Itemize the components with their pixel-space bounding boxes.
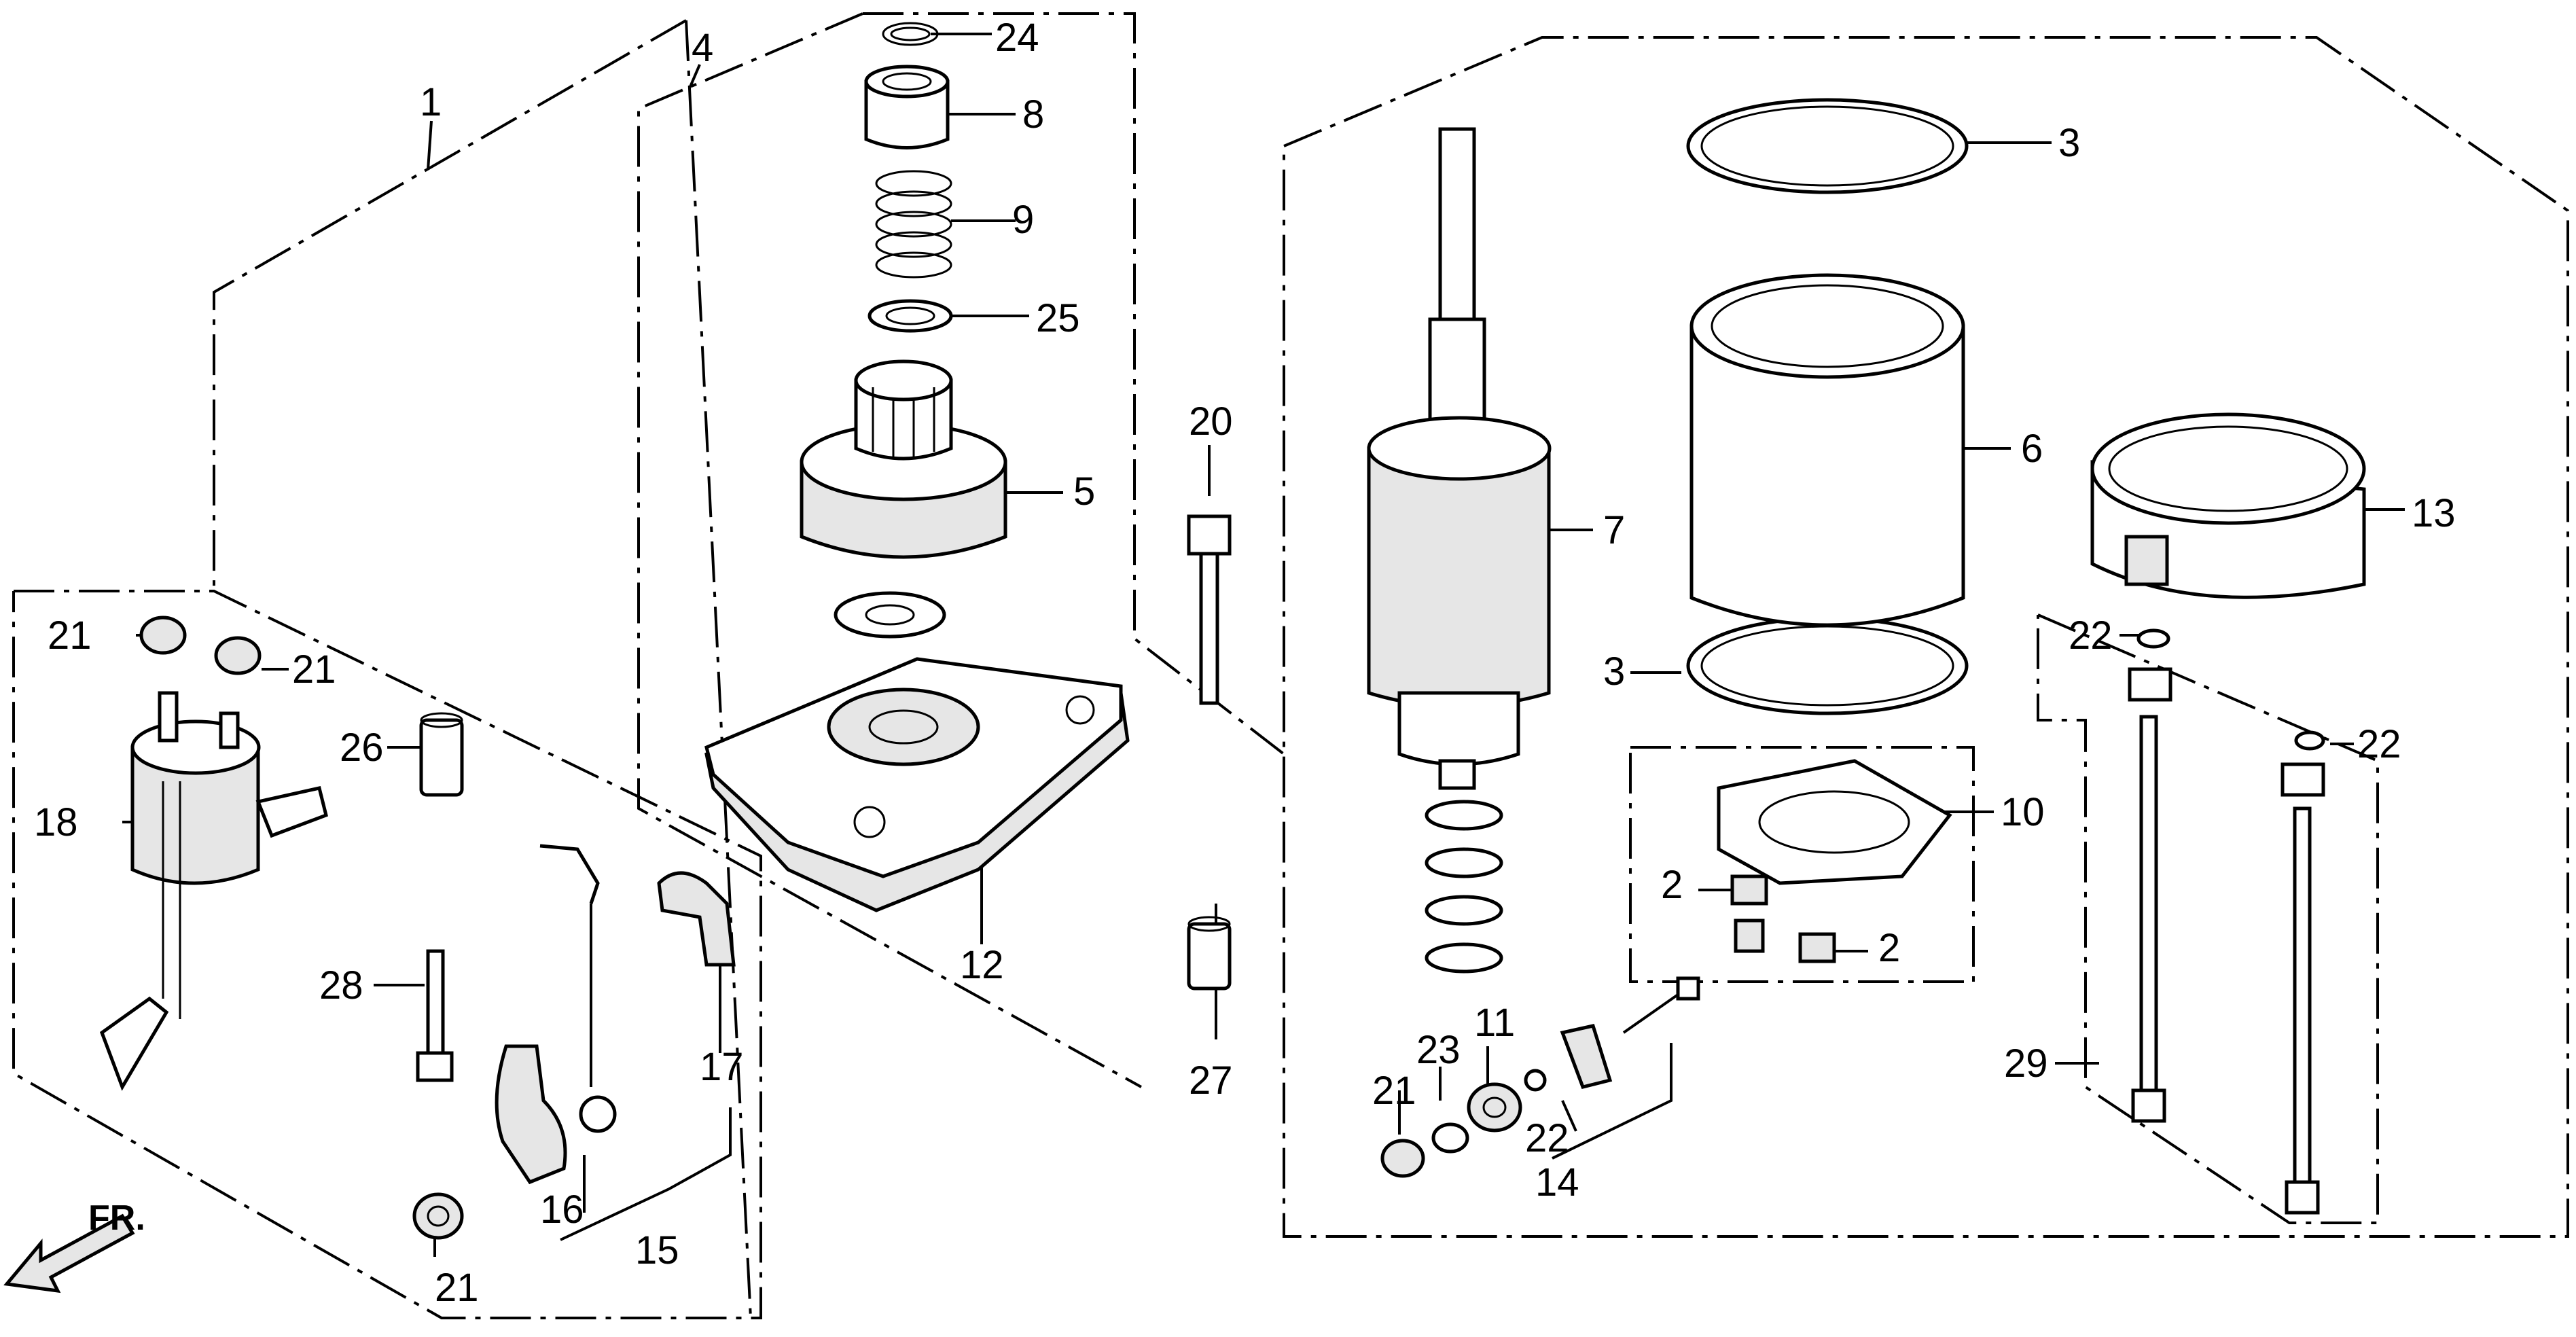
group-boundaries [12, 12, 2569, 1319]
callout-21: 21 [435, 1266, 479, 1310]
boot-17-part [657, 871, 736, 967]
long-bolts-part [2128, 628, 2325, 1215]
yoke-part [1689, 273, 1965, 627]
callout-1: 1 [420, 80, 442, 124]
callout-13: 13 [2412, 491, 2456, 535]
callout-22: 22 [2357, 722, 2401, 766]
spring-part [875, 170, 952, 279]
callout-17: 17 [700, 1045, 744, 1089]
callouts: 1 2 2 3 3 4 5 6 7 8 9 10 11 12 13 14 15 … [34, 16, 2456, 1310]
terminal-bolt-part [1622, 976, 1700, 1034]
callout-26: 26 [340, 726, 384, 770]
callout-6: 6 [2021, 427, 2043, 471]
front-bracket-part [704, 657, 1130, 912]
front-direction-arrow: FR. [3, 1198, 145, 1294]
callout-25: 25 [1036, 296, 1080, 340]
collar-26-part [419, 712, 464, 797]
drive-washer-part [834, 591, 946, 639]
callout-20: 20 [1189, 399, 1233, 444]
callout-21: 21 [292, 647, 336, 692]
callout-21: 21 [48, 613, 92, 658]
callout-7: 7 [1603, 508, 1625, 552]
callout-14: 14 [1535, 1160, 1579, 1205]
collar-part [1187, 916, 1232, 991]
terminal-washers-part [1380, 1069, 1547, 1178]
callout-29: 29 [2004, 1041, 2048, 1086]
callout-23: 23 [1416, 1028, 1461, 1072]
armature-part [1367, 127, 1552, 790]
callout-27: 27 [1189, 1058, 1233, 1103]
rear-cover-part [2090, 412, 2366, 599]
pinion-drive-part [800, 359, 1007, 559]
front-direction-label: FR. [88, 1198, 145, 1238]
terminal-insulator-part [1560, 1024, 1613, 1089]
stop-collar-part [864, 65, 950, 149]
solenoid-bolt-part [416, 949, 454, 1082]
cable-part [539, 844, 617, 1133]
callout-5: 5 [1073, 469, 1095, 514]
solenoid-part [99, 691, 328, 1091]
callout-2: 2 [1878, 926, 1900, 970]
thrust-washer-part [867, 299, 953, 333]
callout-3: 3 [1603, 649, 1625, 694]
armature-washers-part [1425, 800, 1503, 974]
callout-15: 15 [635, 1228, 679, 1272]
callout-22: 22 [2069, 613, 2113, 658]
boot-16-part [495, 1044, 567, 1185]
callout-21: 21 [1372, 1069, 1416, 1113]
callout-8: 8 [1022, 92, 1044, 137]
callout-12: 12 [960, 943, 1004, 987]
callout-11: 11 [1474, 1001, 1515, 1045]
brush-holder-part [1717, 759, 1952, 885]
callout-9: 9 [1012, 198, 1034, 242]
callout-3: 3 [2058, 121, 2080, 165]
circlip-part [882, 22, 939, 46]
through-bolt-part [1187, 514, 1232, 705]
brush-part [1730, 874, 1836, 963]
callout-16: 16 [540, 1188, 584, 1232]
solenoid-nuts-part [139, 616, 464, 1240]
callout-10: 10 [2001, 790, 2045, 834]
callout-4: 4 [692, 26, 713, 70]
o-ring-part [1686, 98, 1969, 715]
callout-18: 18 [34, 800, 78, 844]
callout-24: 24 [995, 16, 1039, 60]
callout-22: 22 [1525, 1116, 1569, 1160]
callout-2: 2 [1661, 863, 1683, 907]
leader-lines [122, 33, 2405, 1257]
callout-28: 28 [319, 963, 363, 1008]
